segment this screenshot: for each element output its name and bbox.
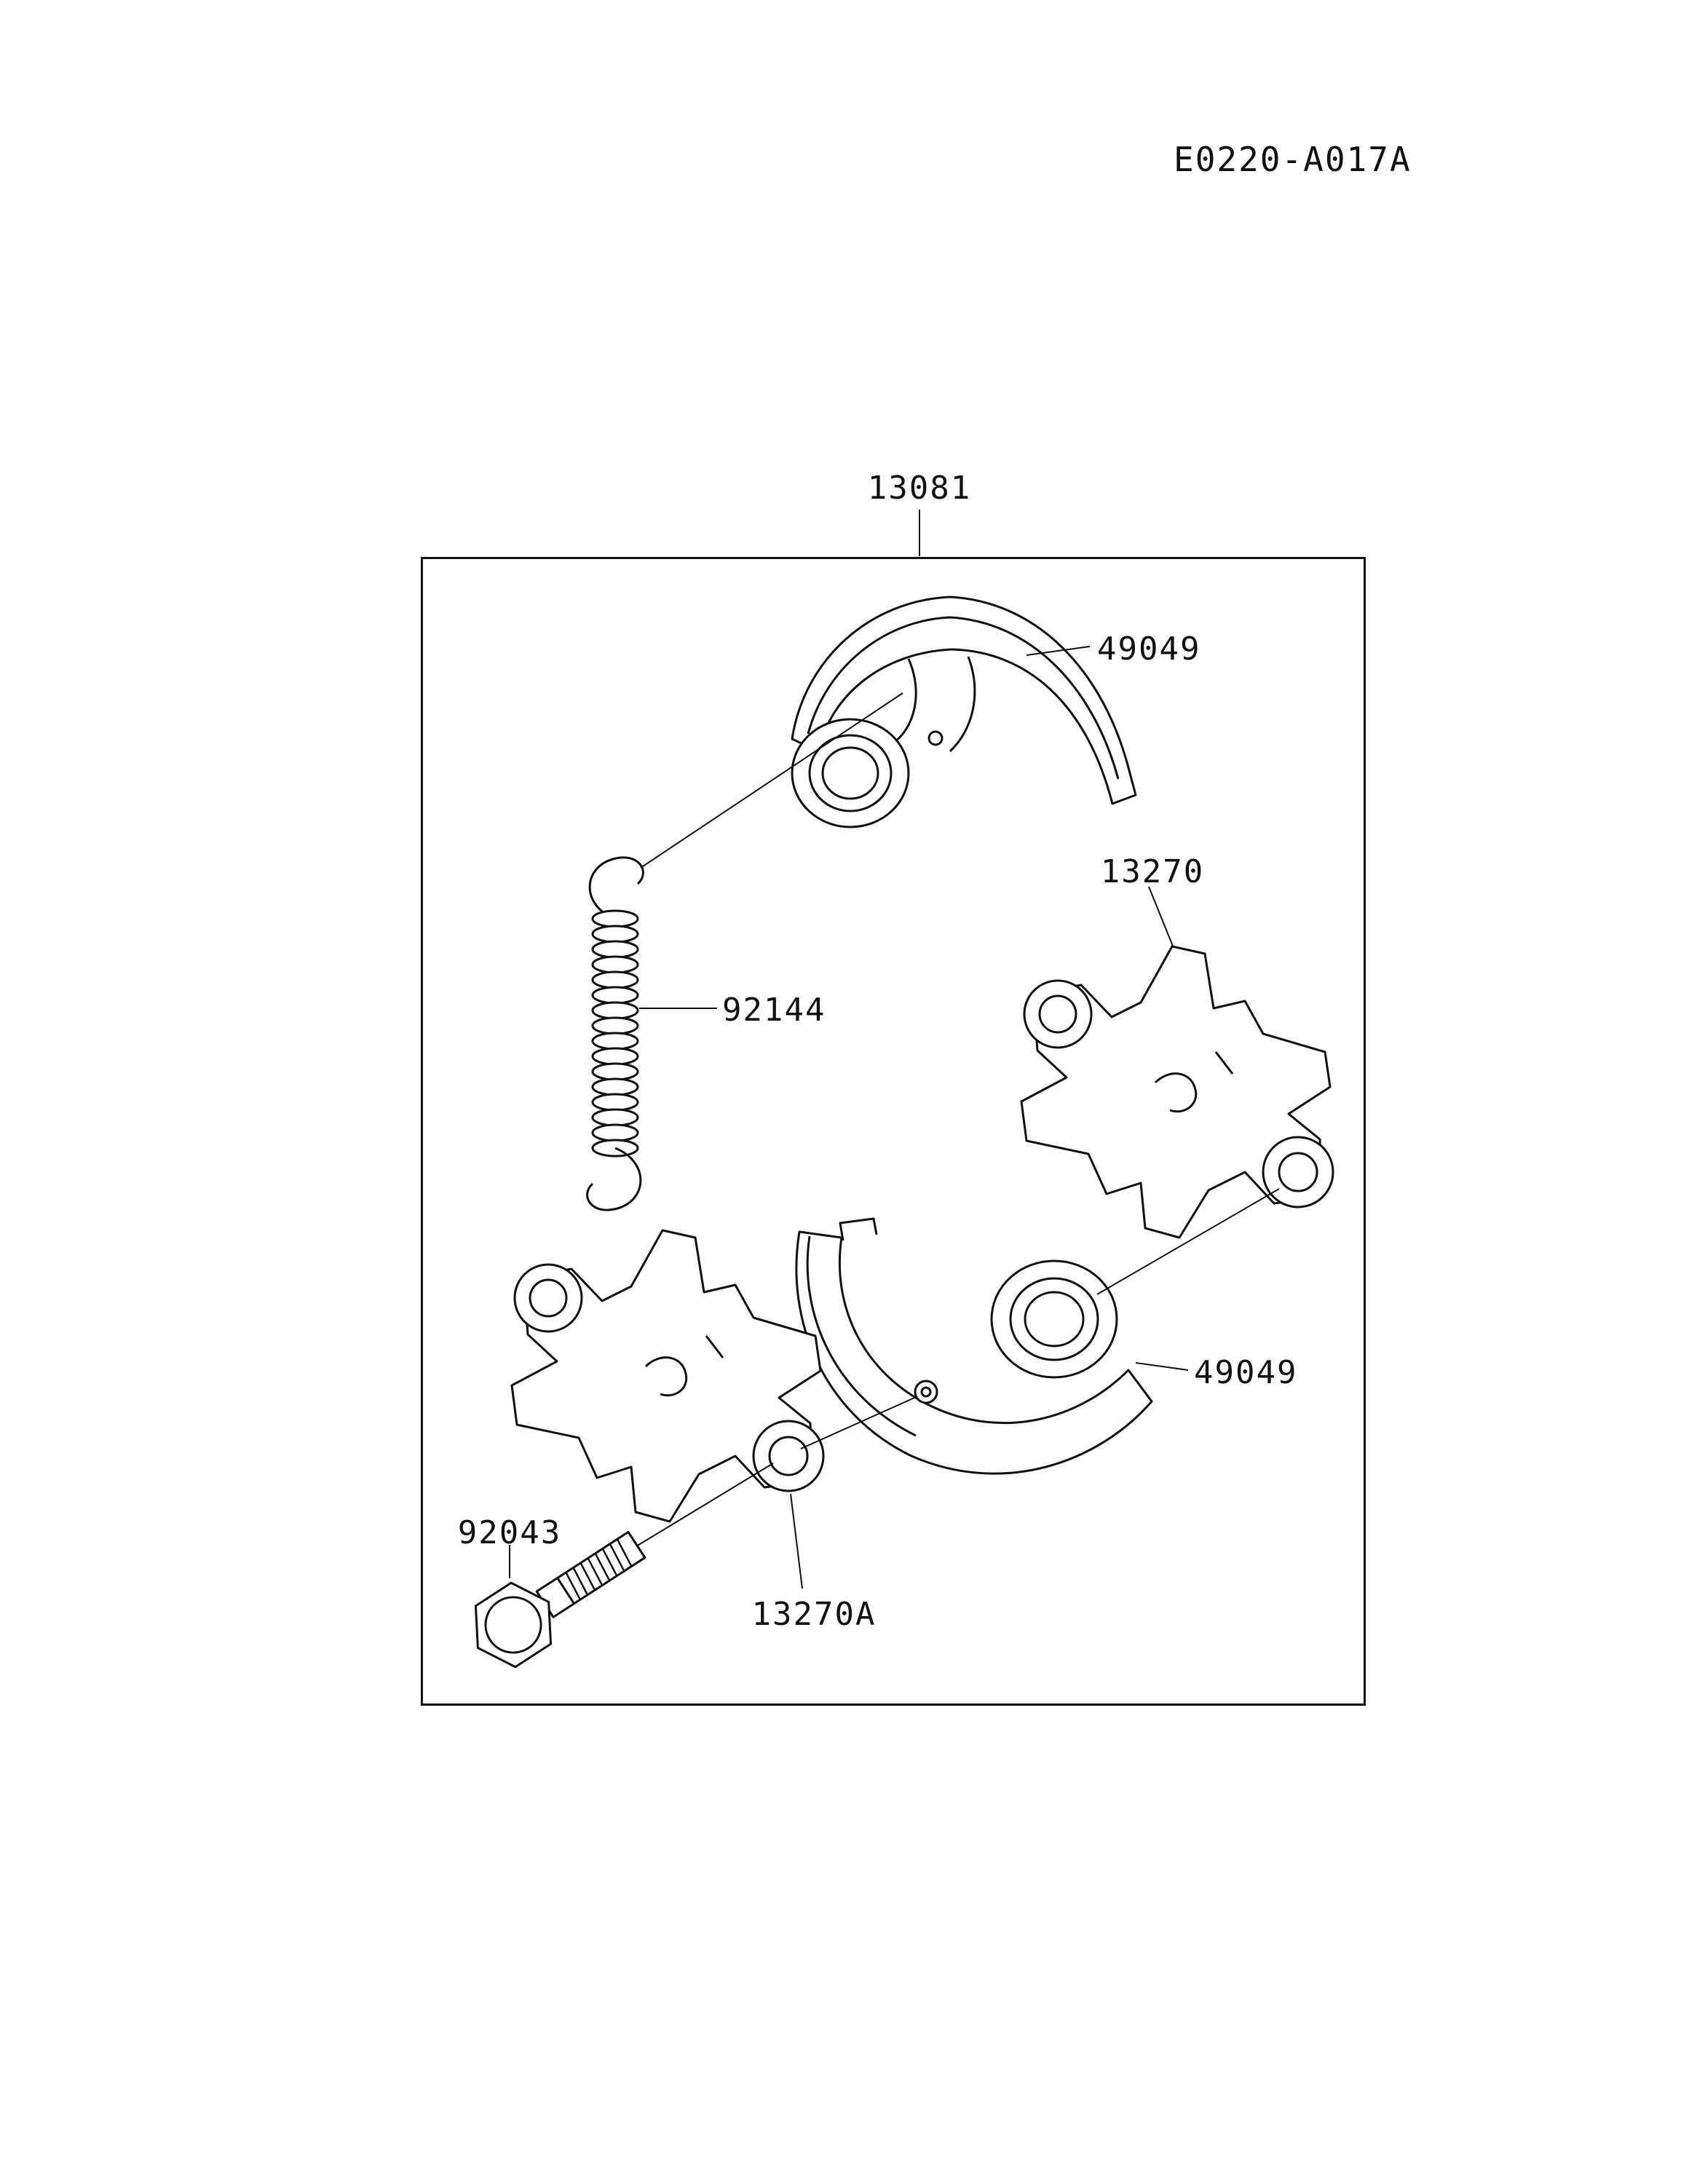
part-label-right-plate-13270: 13270 [1100,853,1205,890]
bolt-drawing [474,1530,646,1669]
assembly-box-outline [421,557,1366,1706]
clutch-shoe-lower-drawing [795,1217,1153,1475]
part-label-assembly-13081: 13081 [867,470,972,507]
clutch-shoe-upper-drawing [791,596,1137,828]
part-label-bolt-92043: 92043 [457,1514,562,1551]
part-label-spring-92144: 92144 [722,992,826,1029]
part-label-lower-shoe-49049: 49049 [1194,1354,1298,1391]
leader-lines [509,510,1280,1589]
part-label-upper-shoe-49049: 49049 [1097,630,1201,668]
diagram-code: E0220-A017A [1174,140,1412,179]
part-label-left-plate-13270A: 13270A [751,1596,877,1633]
spring-drawing [586,856,644,1211]
